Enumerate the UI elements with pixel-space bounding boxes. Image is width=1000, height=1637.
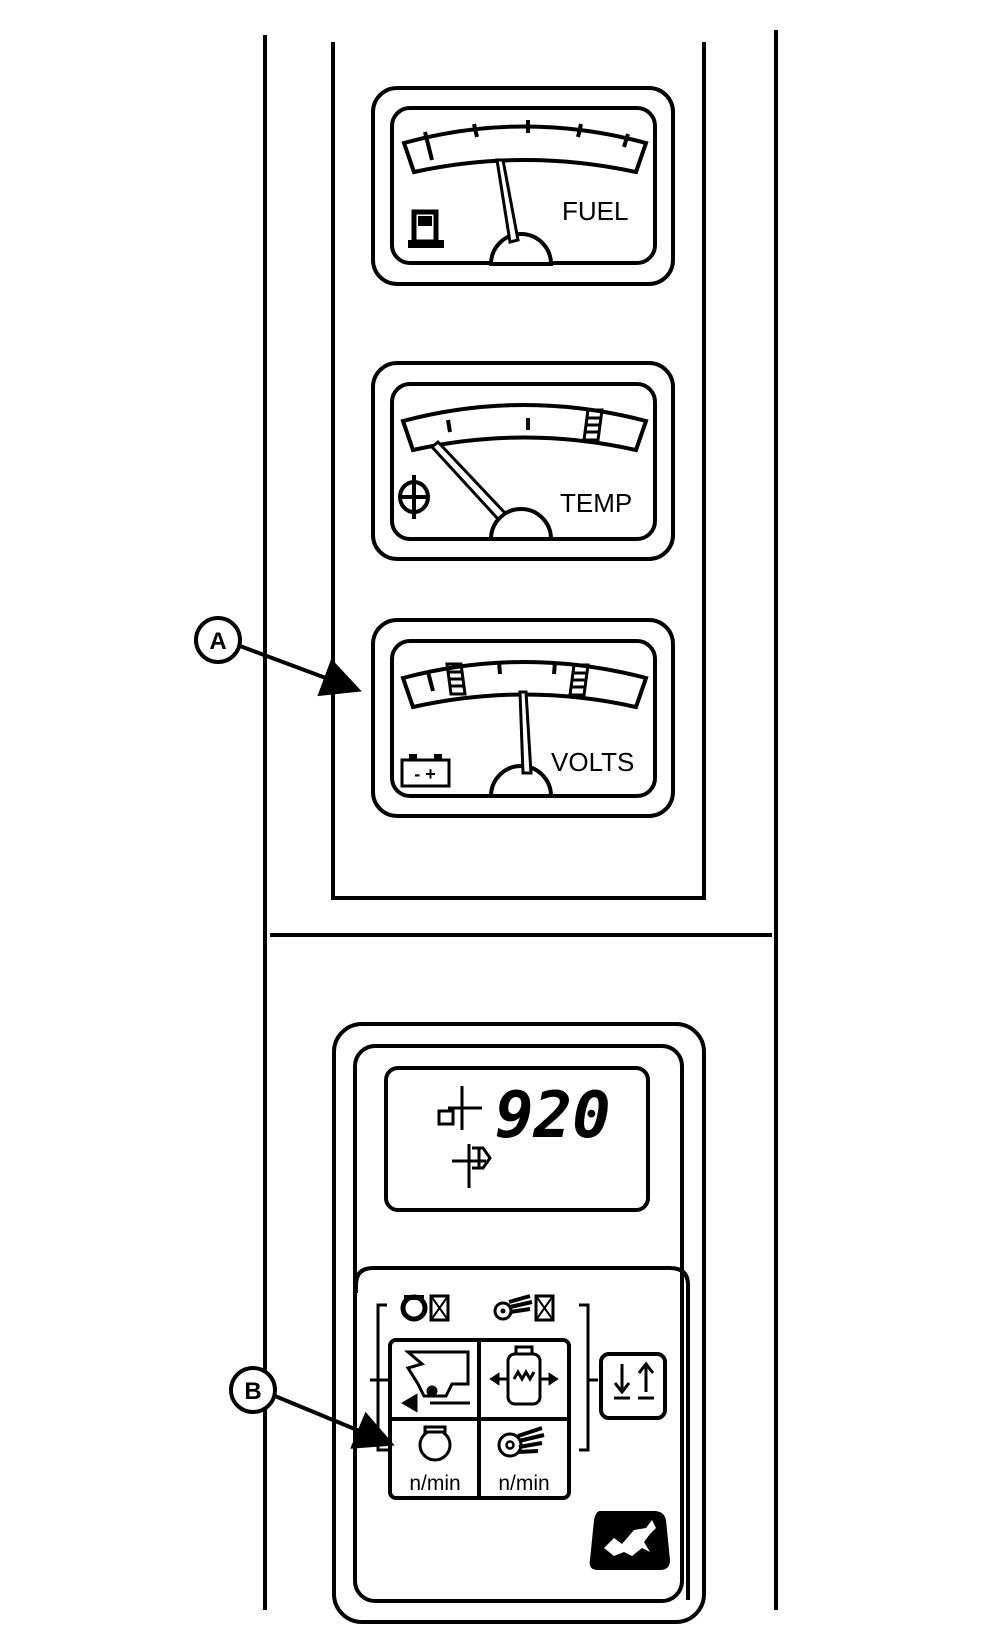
engine-speed-icon	[437, 1086, 482, 1130]
engine-rpm-button[interactable]: n/min	[409, 1425, 461, 1495]
volts-label: VOLTS	[551, 747, 634, 777]
console-frame	[263, 30, 778, 1610]
callout-a: A	[194, 616, 362, 697]
fuel-label: FUEL	[562, 196, 628, 226]
ground-speed-button[interactable]	[401, 1350, 470, 1413]
engine-rpm-icon	[418, 1425, 452, 1462]
engine-rpm-unit: n/min	[409, 1472, 460, 1495]
engine-load-icon	[489, 1345, 559, 1406]
lcd-display: 920	[384, 1066, 650, 1212]
keypad-bracket	[370, 1303, 598, 1452]
keypad: n/min n/min	[354, 1266, 690, 1600]
coolant-temperature-icon	[398, 475, 430, 519]
ground-speed-icon	[401, 1350, 470, 1413]
monitor-unit: 920	[332, 1022, 706, 1624]
temp-gauge: TEMP	[371, 361, 675, 561]
volts-gauge: - + VOLTS	[371, 618, 675, 818]
speed-readout: 920	[495, 1079, 611, 1153]
engine-speed-mode-icon	[400, 1294, 450, 1322]
callout-a-label: A	[209, 628, 226, 655]
separator-rpm-unit: n/min	[498, 1472, 549, 1495]
callout-b-label: B	[244, 1378, 261, 1405]
engine-load-button[interactable]	[489, 1345, 559, 1406]
battery-icon: - +	[400, 754, 451, 788]
leaping-deer-logo	[589, 1511, 670, 1570]
fuel-pump-icon	[408, 209, 444, 248]
temp-label: TEMP	[560, 488, 632, 518]
fuel-gauge: FUEL	[371, 86, 675, 286]
separator-rpm-button[interactable]: n/min	[497, 1426, 550, 1495]
separator-rpm-icon	[497, 1426, 545, 1458]
battery-terminal-symbols: - +	[414, 764, 436, 784]
shaft-speed-icon	[452, 1144, 492, 1188]
up-down-button[interactable]	[599, 1352, 667, 1420]
callout-b: B	[229, 1366, 395, 1449]
separator-speed-mode-icon	[493, 1294, 555, 1322]
up-down-arrows-icon	[613, 1361, 655, 1400]
